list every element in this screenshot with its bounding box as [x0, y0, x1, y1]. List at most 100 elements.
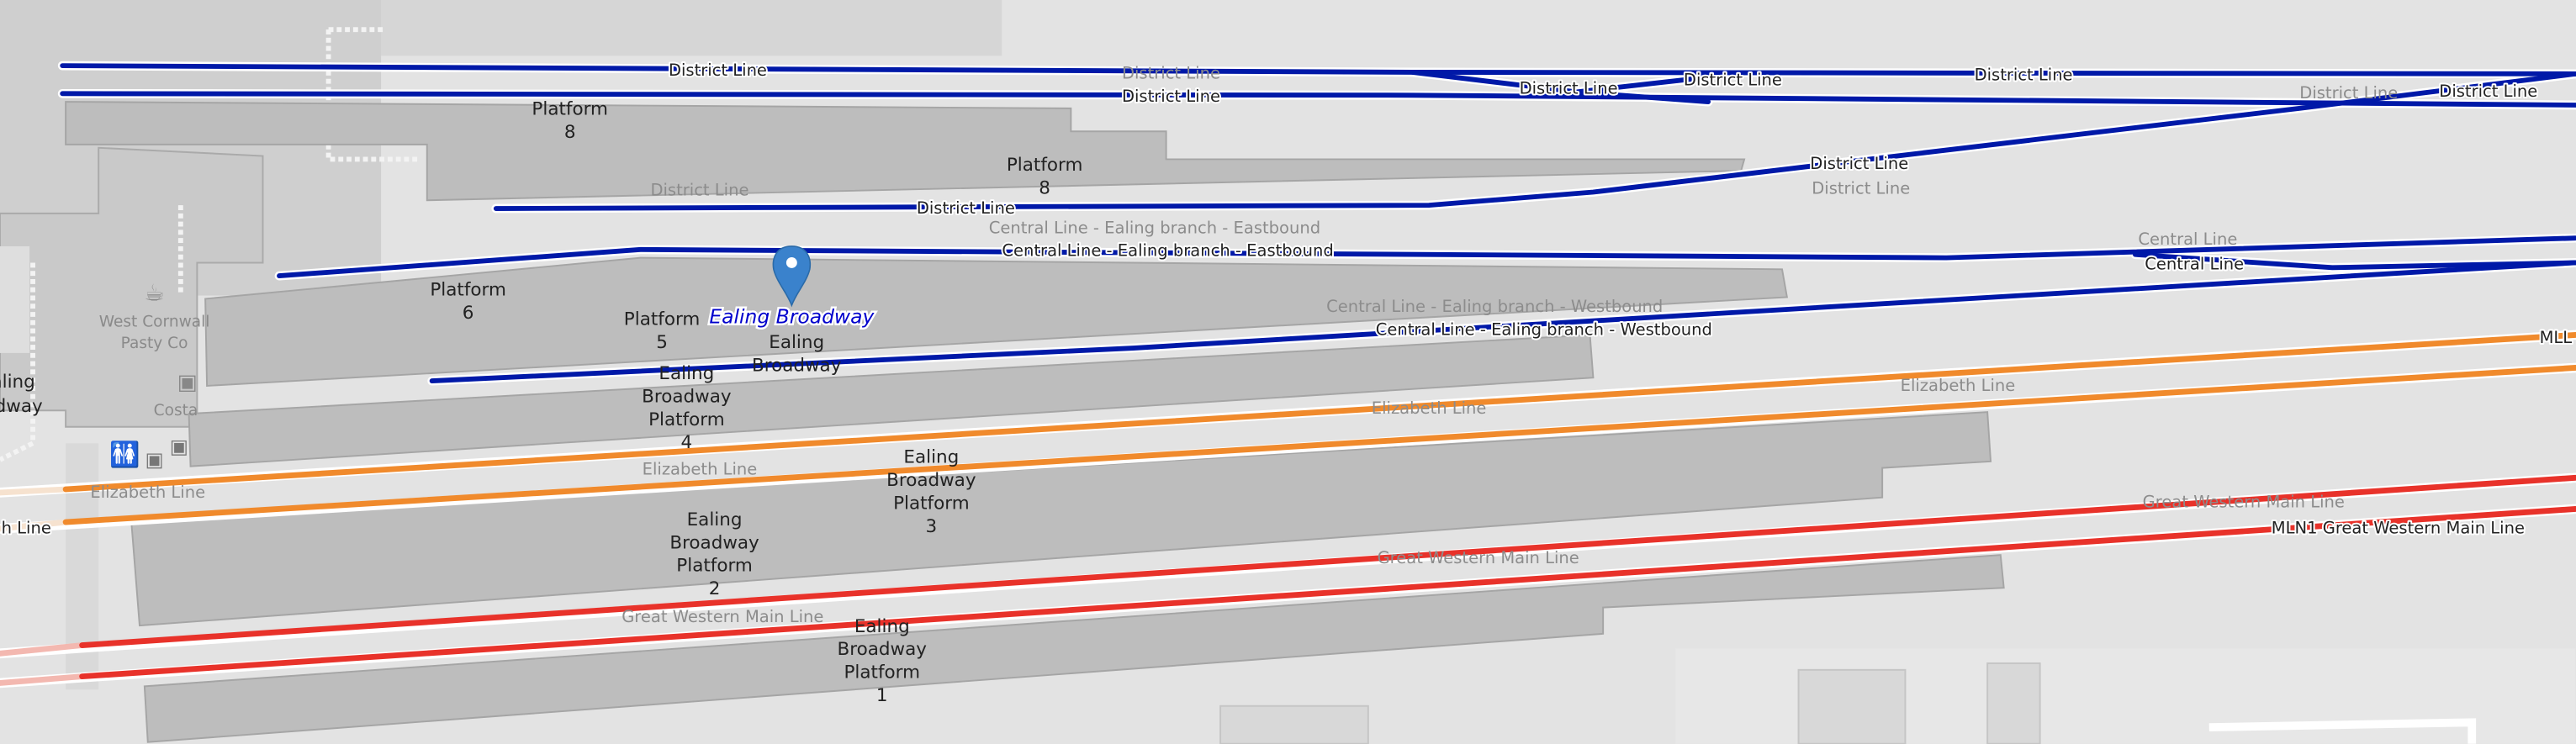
gwml-label: Great Western Main Line — [622, 607, 823, 626]
district-line-label: District Line — [1684, 71, 1782, 90]
elizabeth-line-label: h Line — [2, 519, 51, 538]
track-segment — [62, 365, 2576, 525]
gwml-label: Great Western Main Line — [2143, 492, 2345, 511]
platform-label: Broadway — [838, 639, 928, 660]
track-segment — [429, 260, 2576, 384]
gwml-label: MLN1 Great Western Main Line — [2272, 519, 2525, 538]
elizabeth-line-label: Elizabeth Line — [1901, 376, 2016, 395]
track-segment — [0, 519, 69, 532]
platform-label: Ealing — [687, 509, 743, 530]
platform-label: Platform — [624, 309, 701, 330]
track-segment — [2132, 251, 2576, 271]
vending-icon[interactable]: ▣ — [170, 435, 188, 458]
platform-label: Platform — [676, 556, 753, 577]
elizabeth-line-label: Elizabeth Line — [1372, 398, 1487, 418]
edge-station-label: aling adway — [0, 372, 43, 417]
central-line-label: Central Line - Ealing branch - Eastbound — [1002, 241, 1333, 261]
station-name-label[interactable]: Ealing Broadway — [707, 303, 877, 330]
platform-label: Broadway — [642, 386, 732, 407]
poi-label-line: Pasty Co — [121, 335, 188, 352]
platform-8 — [65, 101, 1746, 202]
station-building — [0, 146, 264, 428]
location-marker-icon[interactable] — [772, 245, 812, 308]
footpath — [0, 205, 183, 462]
district-line-label: District Line — [2299, 83, 2398, 103]
platform-label: 3 — [926, 516, 938, 537]
central-line-label: Central Line — [2145, 254, 2244, 273]
station-area-label-line: Ealing — [769, 332, 824, 353]
platform-1 — [143, 554, 2005, 743]
station-area-label: Ealing Broadway — [752, 332, 842, 376]
platform-4 — [188, 334, 1595, 467]
central-line-label: Central Line - Ealing branch - Westbound — [1326, 297, 1663, 316]
edge-station-label-line: adway — [0, 396, 43, 417]
platform-label: 6 — [463, 303, 474, 324]
district-line-label: District Line — [1812, 178, 1910, 198]
vending-icon[interactable]: ▣ — [145, 448, 164, 472]
gwml-track-faded — [0, 642, 86, 686]
poi-label-line: West Cornwall — [99, 314, 210, 331]
district-line-label: District Line — [1810, 154, 1908, 173]
platform-label: 5 — [656, 332, 668, 353]
central-line-label: Central Line - Ealing branch - Eastbound — [989, 218, 1320, 237]
marker-pin-shape — [772, 245, 812, 308]
platform-4-label: Ealing Broadway Platform 4 — [642, 363, 732, 453]
building — [378, 0, 1002, 56]
platform-label: 8 — [564, 122, 576, 143]
track-segment — [0, 486, 69, 496]
platform-label: Platform — [844, 662, 920, 683]
road — [2208, 718, 2477, 744]
district-line-label: District Line — [1122, 64, 1220, 83]
gwml-track — [79, 474, 2576, 680]
platforms — [65, 101, 2005, 743]
district-line-label: District Line — [1520, 78, 1618, 98]
elizabeth-line-track — [62, 331, 2576, 525]
platform-label: Platform — [648, 409, 725, 430]
district-line-label: District Line — [2439, 82, 2537, 101]
elizabeth-line-abbr-label: MLL — [2540, 328, 2573, 347]
platform-label: 8 — [1039, 177, 1050, 198]
track-segment — [1574, 74, 1711, 95]
building — [1986, 662, 2041, 744]
track-segment — [493, 71, 2576, 211]
platform-label: Platform — [430, 280, 506, 301]
building — [1219, 704, 1369, 744]
district-line-label: District Line — [917, 198, 1015, 218]
elizabeth-line-label: Elizabeth Line — [643, 459, 758, 478]
platform-3-label: Ealing Broadway Platform 3 — [886, 447, 976, 537]
track-segment — [0, 673, 86, 686]
platform-1-label: Ealing Broadway Platform 1 — [838, 616, 928, 706]
platform-2-label: Ealing Broadway Platform 2 — [669, 509, 759, 599]
central-line-label: Central Line — [2138, 230, 2237, 249]
platform-3-2 — [130, 411, 1992, 627]
cafe-icon[interactable]: ☕ — [144, 280, 164, 306]
district-line-track — [60, 63, 2576, 211]
platform-label: Ealing — [903, 447, 959, 468]
central-line-track — [277, 235, 2576, 384]
footpath — [325, 27, 420, 162]
central-line-label: Central Line - Ealing branch - Westbound — [1376, 319, 1712, 339]
marker-pin-dot — [785, 257, 797, 268]
toilets-icon[interactable]: 🚻 — [109, 441, 140, 469]
district-line-label: District Line — [650, 180, 748, 199]
building — [1797, 668, 1907, 744]
platform-label: 1 — [876, 685, 888, 706]
cafe-costa-icon[interactable]: ▣ — [177, 369, 198, 394]
track-segment — [277, 235, 2576, 279]
gwml-label: Great Western Main Line — [1378, 548, 1579, 567]
elizabeth-line-track-faded — [0, 486, 69, 532]
platform-label: 2 — [709, 578, 721, 599]
poi-west-cornwall-pasty-label: West Cornwall Pasty Co — [99, 314, 210, 352]
platform-label: Broadway — [886, 470, 976, 491]
building — [0, 245, 30, 353]
track-segment — [79, 506, 2576, 680]
track-segment — [79, 474, 2576, 648]
track-segment — [62, 331, 2576, 493]
platform-label: Broadway — [669, 532, 759, 553]
platform-label: Platform — [893, 493, 970, 514]
platform-label: Platform — [1007, 155, 1083, 176]
platform-6-label: Platform 6 — [430, 280, 506, 324]
district-line-label: District Line — [669, 61, 767, 80]
poi-costa-label: Costa — [154, 402, 198, 419]
